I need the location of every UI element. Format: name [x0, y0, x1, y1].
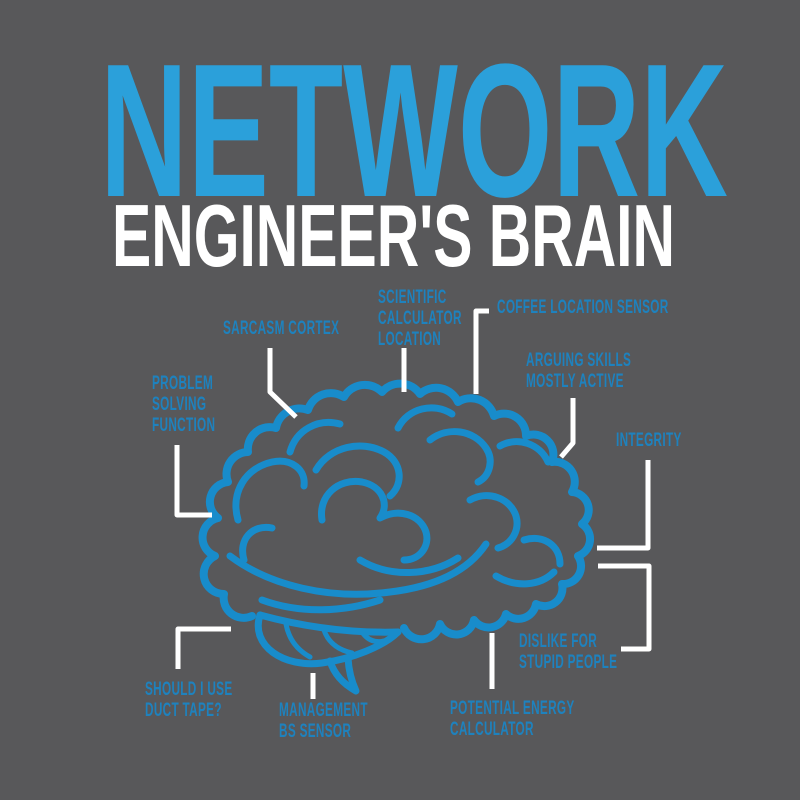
- label-scientific-calculator-location: SCIENTIFIC CALCULATOR LOCATION: [378, 287, 462, 350]
- label-sarcasm-cortex: SARCASM CORTEX: [223, 318, 340, 339]
- callout-line-dislike: [598, 563, 652, 652]
- cerebellum-hatch-1: [283, 621, 313, 660]
- label-integrity: INTEGRITY: [616, 430, 682, 451]
- callout-line-coffee: [473, 308, 489, 394]
- callout-line-problem-solving: [174, 445, 212, 518]
- label-potential-energy-calculator: POTENTIAL ENERGY CALCULATOR: [450, 698, 575, 740]
- callout-line-integrity: [597, 460, 651, 551]
- brain-stem: [326, 654, 360, 695]
- brain-gyri: [226, 404, 564, 614]
- label-should-i-use-duct-tape: SHOULD I USE DUCT TAPE?: [145, 679, 233, 721]
- cerebellum-top-line: [256, 611, 402, 636]
- label-problem-solving-function: PROBLEM SOLVING FUNCTION: [152, 373, 216, 436]
- label-arguing-skills: ARGUING SKILLS MOSTLY ACTIVE: [526, 350, 632, 392]
- label-coffee-location-sensor: COFFEE LOCATION SENSOR: [497, 297, 669, 318]
- title-engineers-brain: ENGINEER'S BRAIN: [112, 186, 675, 285]
- label-dislike-stupid-people: DISLIKE FOR STUPID PEOPLE: [519, 631, 618, 673]
- brain-illustration: [198, 379, 595, 695]
- callout-line-arguing: [559, 398, 576, 459]
- label-management-bs-sensor: MANAGEMENT BS SENSOR: [279, 700, 368, 742]
- callout-line-sarcasm: [267, 348, 298, 419]
- cerebellum-hatch-2: [321, 627, 355, 656]
- brain-outline: [198, 379, 595, 644]
- title-network: NETWORK: [100, 25, 728, 237]
- cerebellum-hatch-3: [359, 629, 387, 645]
- callout-lines: [174, 308, 652, 699]
- cerebellum-outline: [254, 611, 402, 668]
- callout-line-duct-tape: [175, 626, 231, 669]
